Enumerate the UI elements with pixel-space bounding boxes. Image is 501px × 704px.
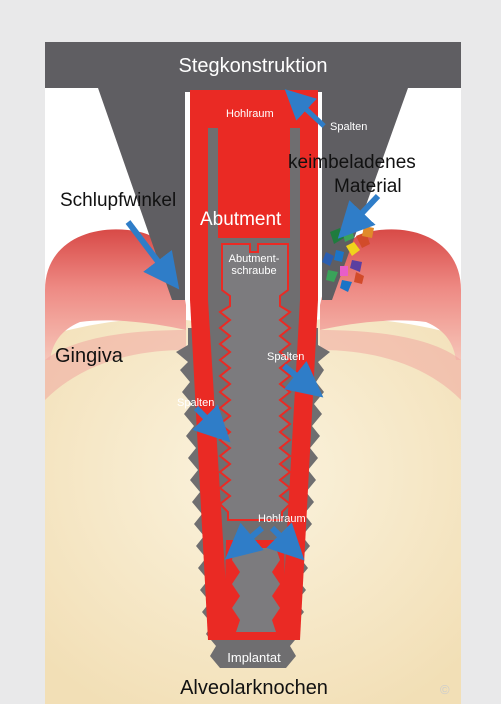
copyright-mark: ©: [440, 682, 450, 697]
abutment-screw: [220, 244, 290, 520]
label-schlupfwinkel: Schlupfwinkel: [60, 190, 176, 211]
label-spalten-right: Spalten: [267, 351, 304, 363]
label-spalten-left: Spalten: [177, 397, 214, 409]
label-spalten-top: Spalten: [330, 121, 367, 133]
label-hohlraum-bottom: Hohlraum: [258, 513, 306, 525]
label-alveolarknochen: Alveolarknochen: [180, 677, 328, 699]
label-keimbeladenes: keimbeladenes: [288, 152, 416, 173]
label-abutmentschraube-1: Abutment-: [229, 253, 280, 265]
label-title: Stegkonstruktion: [179, 55, 328, 77]
label-hohlraum-top: Hohlraum: [226, 108, 274, 120]
label-material: Material: [334, 176, 402, 197]
label-abutmentschraube-2: schraube: [231, 265, 276, 277]
label-gingiva: Gingiva: [55, 345, 124, 367]
label-abutment: Abutment: [200, 209, 282, 230]
label-implantat: Implantat: [227, 650, 281, 665]
